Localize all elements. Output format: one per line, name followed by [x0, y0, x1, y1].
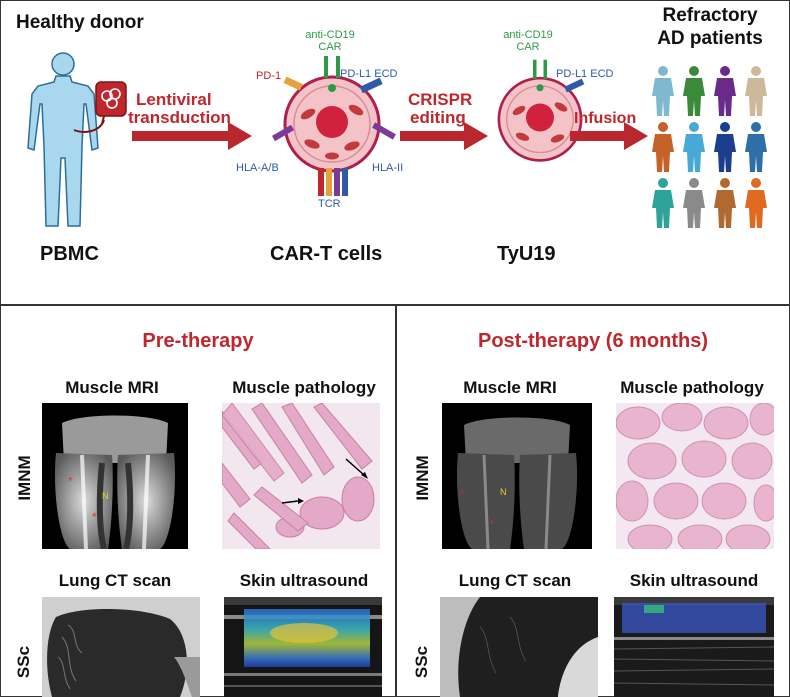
- pre-skin-us-label: Skin ultrasound: [239, 571, 369, 590]
- anti-cd19-label-1b: CAR: [318, 41, 342, 53]
- pre-imnm-label: IMNM: [15, 455, 34, 501]
- anti-cd19-label-1a: anti-CD19: [305, 29, 355, 41]
- pre-lung-ct-label: Lung CT scan: [58, 571, 172, 590]
- pre-skin-us-image: [224, 597, 382, 697]
- pd1-label: PD-1: [256, 70, 282, 82]
- post-pathology-image: [616, 403, 774, 549]
- car-t-cell-icon: [271, 56, 396, 196]
- patient-figure-icon: [745, 122, 767, 172]
- pbmc-label: PBMC: [40, 243, 99, 265]
- human-body-icon: [27, 52, 99, 227]
- post-ssc-label: SSc: [412, 645, 431, 679]
- patient-figure-icon: [745, 178, 767, 228]
- patient-figure-icon: [683, 122, 705, 172]
- crispr-label-2: editing: [410, 108, 466, 127]
- tube-line: [73, 119, 105, 133]
- pdl1-label-2: PD-L1 ECD: [556, 68, 614, 80]
- lentiviral-label-1: Lentiviral: [136, 90, 212, 109]
- patient-figure-icon: [714, 66, 736, 116]
- tyu19-cell-icon: [497, 59, 585, 162]
- refractory-label-2: AD patients: [657, 28, 763, 49]
- arrow-crispr: [400, 122, 488, 150]
- crispr-label-1: CRISPR: [408, 90, 473, 109]
- patient-figure-icon: [714, 122, 736, 172]
- refractory-label-1: Refractory: [662, 5, 758, 26]
- tcr-label: TCR: [318, 198, 341, 210]
- pre-pathology-image: [222, 403, 380, 549]
- patient-figure-icon: [745, 66, 767, 116]
- pdl1-label-1: PD-L1 ECD: [340, 68, 398, 80]
- lentiviral-label-2: transduction: [128, 108, 231, 127]
- hla-ii-label: HLA-II: [372, 162, 404, 174]
- post-muscle-mri-label: Muscle MRI: [463, 378, 557, 397]
- infusion-label: Infusion: [574, 110, 637, 127]
- svg-text:*: *: [92, 510, 97, 524]
- blood-bag-icon: [95, 81, 127, 124]
- patient-figure-icon: [683, 66, 705, 116]
- patient-figures: [652, 66, 767, 228]
- svg-text:*: *: [68, 474, 73, 488]
- anti-cd19-label-2a: anti-CD19: [503, 29, 553, 41]
- svg-text:*: *: [460, 489, 464, 500]
- post-lung-ct-label: Lung CT scan: [458, 571, 572, 590]
- pre-ssc-label: SSc: [14, 645, 33, 679]
- patient-figure-icon: [652, 122, 674, 172]
- pre-muscle-pathology-label: Muscle pathology: [232, 378, 376, 397]
- patient-figure-icon: [683, 178, 705, 228]
- post-mri-n-marker: N: [500, 487, 507, 497]
- arrow-lentiviral: [132, 122, 252, 150]
- post-skin-us-image: [614, 597, 774, 697]
- pre-mri-image: * * N: [42, 403, 188, 549]
- post-muscle-pathology-label: Muscle pathology: [620, 378, 764, 397]
- patient-figure-icon: [714, 178, 736, 228]
- post-lung-ct-image: [440, 597, 598, 697]
- pre-lung-ct-image: [42, 597, 200, 697]
- car-t-cells-label: CAR-T cells: [270, 243, 383, 265]
- hla-ab-label: HLA-A/B: [236, 162, 279, 174]
- patient-figure-icon: [652, 66, 674, 116]
- post-skin-us-label: Skin ultrasound: [629, 571, 759, 590]
- pre-mri-n-marker: N: [102, 491, 109, 501]
- pre-muscle-mri-label: Muscle MRI: [65, 378, 159, 397]
- post-therapy-title: Post-therapy (6 months): [477, 330, 709, 352]
- tyu19-label: TyU19: [497, 243, 556, 265]
- svg-text:*: *: [490, 519, 494, 530]
- post-mri-image: * * N: [442, 403, 592, 549]
- arrow-infusion: [570, 122, 648, 150]
- post-imnm-label: IMNM: [413, 455, 432, 501]
- healthy-donor-label: Healthy donor: [16, 12, 144, 33]
- anti-cd19-label-2b: CAR: [516, 41, 540, 53]
- pre-therapy-title: Pre-therapy: [142, 330, 254, 352]
- patient-figure-icon: [652, 178, 674, 228]
